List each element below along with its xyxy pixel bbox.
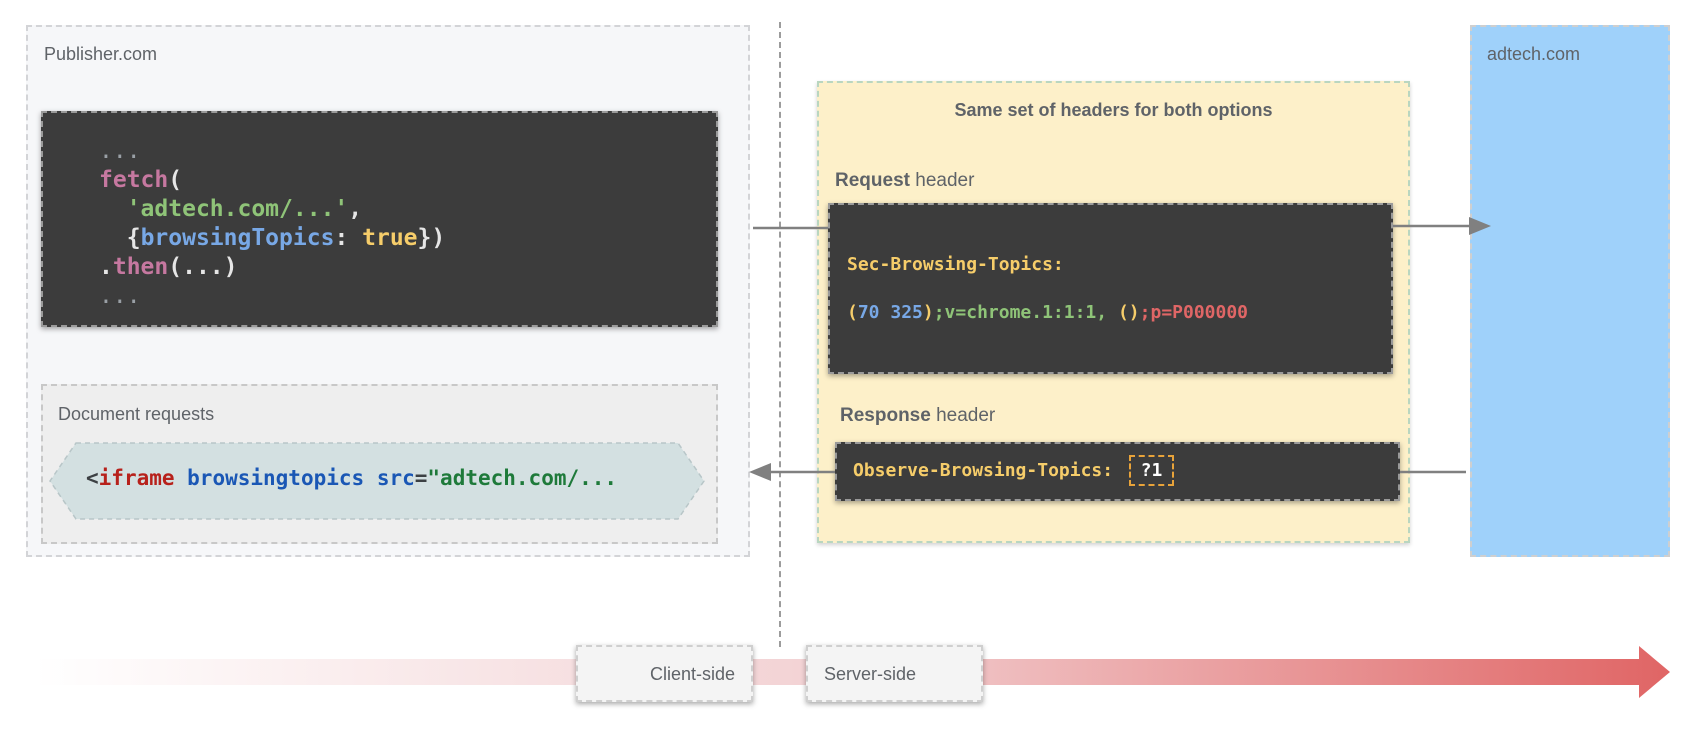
url-string: 'adtech.com/...' <box>126 196 349 222</box>
request-label-rest: header <box>909 170 975 191</box>
server-side-label: Server-side <box>806 645 983 702</box>
iframe-eq: = <box>414 466 428 490</box>
headers-panel-title: Same set of headers for both options <box>954 100 1273 120</box>
publisher-label: Publisher.com <box>44 44 158 64</box>
req-empty-parens: () <box>1117 302 1140 323</box>
code-line-options: {browsingTopics: true}) <box>99 224 716 253</box>
fetch-paren: ( <box>168 167 183 193</box>
adtech-label: adtech.com <box>1487 44 1581 64</box>
response-label-bold: Response <box>840 405 931 426</box>
req-padding: ;p=P000000 <box>1139 302 1249 323</box>
options-close: }) <box>417 225 446 251</box>
browsing-topics-prop: browsingTopics <box>140 225 335 251</box>
code-line-url: 'adtech.com/...', <box>99 195 716 224</box>
code-line-ellipsis-bottom: ... <box>99 283 141 309</box>
response-header-box <box>835 442 1400 501</box>
then-keyword: then <box>112 254 169 280</box>
iframe-code: <iframe browsingtopics src="adtech.com/.… <box>86 466 617 490</box>
then-dot: . <box>99 254 113 280</box>
client-side-label: Client-side <box>576 645 753 702</box>
request-header-box <box>828 203 1393 374</box>
fetch-keyword: fetch <box>99 167 169 193</box>
url-comma: , <box>348 196 363 222</box>
code-line-fetch: fetch( <box>99 166 716 195</box>
request-label-bold: Request <box>835 170 910 191</box>
iframe-src-value: "adtech.com/... <box>427 466 618 490</box>
document-requests-label: Document requests <box>58 404 215 424</box>
response-header-value: ?1 <box>1129 455 1174 486</box>
response-label-rest: header <box>930 405 996 426</box>
then-args: (...) <box>168 254 238 280</box>
options-open: { <box>126 225 141 251</box>
response-header-key: Observe-Browsing-Topics: <box>853 460 1114 481</box>
client-server-divider <box>779 22 781 647</box>
code-line-ellipsis-top: ... <box>99 138 141 164</box>
iframe-src-attr: src <box>364 466 415 490</box>
request-header-value: (70 325);v=chrome.1:1:1, ();p=P000000 <box>847 302 1248 323</box>
iframe-tag: iframe <box>98 466 175 490</box>
adtech-container <box>1470 25 1670 557</box>
req-topic-numbers: 70 325 <box>857 302 923 323</box>
iframe-lt: < <box>86 466 99 490</box>
iframe-browsingtopics-attr: browsingtopics <box>174 466 365 490</box>
code-line-then: .then(...) <box>99 253 716 282</box>
fetch-code-block: ... fetch( 'adtech.com/...', {browsingTo… <box>41 111 718 327</box>
options-colon: : <box>334 225 363 251</box>
request-arrowhead-icon <box>1469 217 1491 235</box>
true-value: true <box>362 225 418 251</box>
response-header-label: Response header <box>840 405 995 427</box>
request-header-key: Sec-Browsing-Topics: <box>847 254 1064 275</box>
iframe-hexagon-shape <box>49 442 705 520</box>
req-version: ;v=chrome.1:1:1, <box>933 302 1118 323</box>
request-header-label: Request header <box>835 170 974 192</box>
req-open-paren: ( <box>847 302 858 323</box>
response-arrowhead-icon <box>749 463 771 481</box>
req-close-paren: ) <box>922 302 934 323</box>
